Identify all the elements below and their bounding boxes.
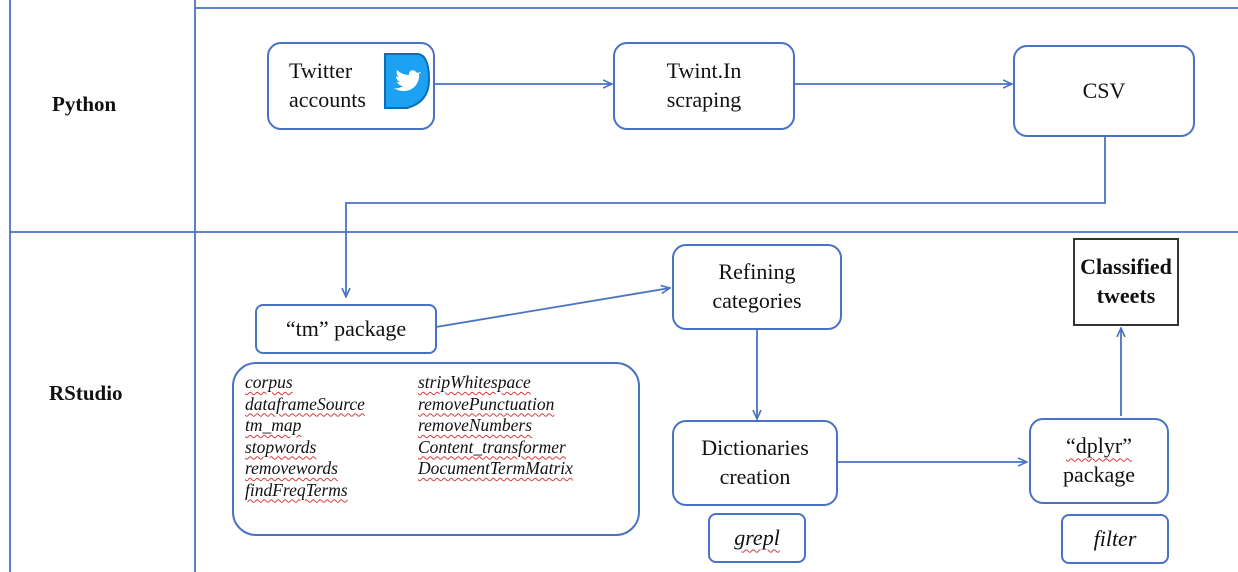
tm-function: corpus [245, 372, 293, 392]
node-twint-label: Twint.In scraping [666, 58, 742, 112]
tm-function: stopwords [245, 436, 317, 457]
node-classified-label: Classified tweets [1080, 254, 1172, 308]
node-tm-functions [232, 362, 640, 536]
node-tm-package: “tm” package [255, 304, 437, 354]
tm-function: dataframeSource [245, 393, 365, 414]
tm-function: removeNumbers [418, 415, 533, 435]
tm-function: tm_map [245, 415, 302, 435]
node-csv: CSV [1013, 45, 1195, 137]
node-twitter-accounts-label: Twitter accounts [289, 58, 366, 112]
node-dplyr-label-line2: package [1062, 462, 1136, 487]
twitter-bird-icon [384, 53, 431, 109]
node-twint-scraping: Twint.In scraping [613, 42, 795, 130]
lane-label-python: Python [52, 92, 117, 116]
arrow-csv-to-tm [346, 136, 1106, 297]
tm-function: DocumentTermMatrix [418, 458, 573, 478]
tm-function: Content_transformer [418, 436, 566, 457]
node-refining-label: Refining categories [712, 259, 802, 313]
node-grepl-label: grepl [734, 524, 780, 550]
tm-function: removePunctuation [418, 393, 555, 414]
tm-function: findFreqTerms [245, 479, 348, 500]
node-dictionaries-label: Dictionaries creation [701, 435, 809, 489]
node-grepl: grepl [708, 513, 806, 563]
tm-functions-col1: corpus dataframeSource tm_map stopwords … [245, 372, 365, 501]
node-dplyr-package: “dplyr” package [1029, 418, 1169, 504]
node-filter-label: filter [1093, 525, 1137, 551]
node-dictionaries-creation: Dictionaries creation [672, 420, 838, 506]
tm-function: removewords [245, 458, 338, 478]
node-dplyr-label-line1: “dplyr” [1066, 433, 1132, 459]
node-csv-label: CSV [1082, 77, 1126, 103]
tm-function: stripWhitespace [418, 372, 531, 392]
node-filter: filter [1061, 514, 1169, 564]
node-refining-categories: Refining categories [672, 244, 842, 330]
node-tm-package-label: “tm” package [285, 315, 407, 341]
lane-label-rstudio: RStudio [49, 381, 123, 405]
node-classified-tweets: Classified tweets [1073, 238, 1179, 326]
tm-functions-col2: stripWhitespace removePunctuation remove… [418, 372, 573, 480]
swimlane-frame [9, 0, 1238, 572]
arrow-tm-to-refining [435, 288, 670, 328]
